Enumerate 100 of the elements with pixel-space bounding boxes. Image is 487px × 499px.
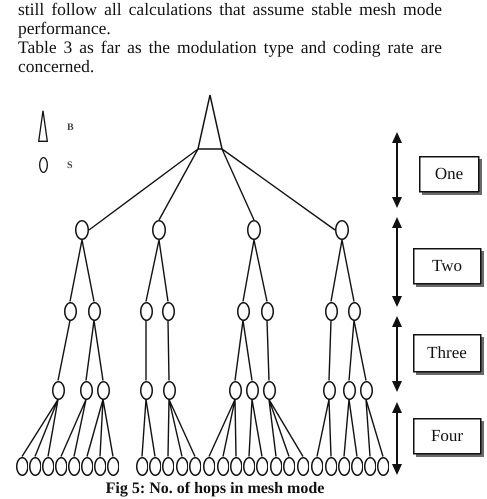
oval-node bbox=[28, 456, 42, 476]
connector-line bbox=[145, 399, 156, 457]
oval-node bbox=[335, 220, 349, 240]
oval-node bbox=[80, 456, 94, 476]
connector-line bbox=[34, 399, 59, 457]
connector-line bbox=[343, 399, 350, 457]
oval-node bbox=[94, 456, 106, 476]
oval-node bbox=[342, 380, 356, 400]
connector-line bbox=[348, 399, 358, 457]
connector-line bbox=[242, 320, 253, 381]
oval-node bbox=[270, 456, 282, 476]
oval-node bbox=[247, 220, 261, 240]
connector-line bbox=[60, 399, 87, 457]
oval-node bbox=[52, 380, 64, 400]
oval-node bbox=[262, 380, 276, 400]
connector-line bbox=[234, 399, 237, 457]
oval-node bbox=[202, 456, 216, 476]
oval-node bbox=[376, 456, 390, 476]
connector-line bbox=[268, 399, 304, 457]
oval-node bbox=[136, 456, 148, 476]
connector-line bbox=[348, 320, 355, 381]
connector-line bbox=[158, 240, 169, 302]
hop-count-box: Three bbox=[413, 334, 484, 375]
oval-node bbox=[140, 302, 152, 320]
oval-node bbox=[152, 220, 166, 240]
connector-line bbox=[167, 399, 170, 457]
figure-caption: Fig 5: No. of hops in mesh mode bbox=[106, 480, 324, 498]
connector-line bbox=[208, 399, 236, 457]
connector-line bbox=[85, 320, 95, 381]
connector-line bbox=[330, 240, 343, 302]
oval-node bbox=[260, 302, 274, 320]
oval-node bbox=[42, 456, 54, 476]
connector-line bbox=[234, 320, 244, 381]
oval-node bbox=[350, 456, 364, 476]
oval-node bbox=[246, 380, 258, 400]
connector-line bbox=[268, 399, 277, 457]
oval-node bbox=[140, 380, 152, 400]
legend-label: S bbox=[67, 160, 73, 172]
oval-node bbox=[162, 456, 174, 476]
connector-line bbox=[168, 399, 183, 457]
connector-line bbox=[57, 320, 71, 381]
connector-line bbox=[251, 399, 263, 457]
oval-node bbox=[282, 456, 296, 476]
oval-node bbox=[322, 380, 336, 400]
oval-node bbox=[176, 456, 188, 476]
connector-line bbox=[158, 148, 199, 220]
connector-line bbox=[221, 148, 255, 220]
connector-line bbox=[73, 399, 87, 457]
connector-line bbox=[102, 399, 114, 457]
oval-node bbox=[364, 456, 376, 476]
oval-node bbox=[256, 456, 268, 476]
connector-line bbox=[141, 399, 147, 457]
hop-count-box: Four bbox=[413, 418, 484, 457]
oval-node bbox=[106, 456, 120, 476]
connector-line bbox=[99, 399, 104, 457]
connector-line bbox=[47, 399, 59, 457]
oval-node bbox=[242, 456, 256, 476]
connector-line bbox=[167, 320, 170, 381]
connector-line bbox=[93, 320, 104, 381]
oval-node bbox=[338, 456, 350, 476]
hop-count-box: Two bbox=[413, 248, 484, 287]
oval-node bbox=[162, 380, 176, 400]
connector-line bbox=[353, 320, 367, 381]
connector-line bbox=[168, 399, 196, 457]
body-text: Table 3 as far as the modulation type and coding rate are concerned. bbox=[18, 38, 442, 76]
hop-count-box: One bbox=[419, 156, 482, 195]
connector-line bbox=[86, 399, 104, 457]
oval-node bbox=[188, 456, 202, 476]
connector-line bbox=[81, 240, 95, 302]
oval-node bbox=[236, 302, 250, 320]
oval-node bbox=[148, 456, 162, 476]
triangle-node bbox=[197, 94, 223, 150]
oval-node bbox=[88, 302, 100, 320]
connector-line bbox=[69, 240, 83, 302]
oval-node bbox=[162, 302, 174, 320]
legend-label: B bbox=[67, 122, 74, 134]
oval-node bbox=[230, 456, 242, 476]
oval-node bbox=[324, 456, 338, 476]
connector-line bbox=[365, 399, 371, 457]
oval-node bbox=[96, 380, 110, 400]
oval-node bbox=[310, 456, 324, 476]
oval-node bbox=[68, 456, 80, 476]
connector-line bbox=[242, 240, 255, 302]
oval-node bbox=[80, 380, 92, 400]
oval-node bbox=[360, 380, 372, 400]
connector-line bbox=[266, 320, 270, 381]
oval-node bbox=[296, 456, 310, 476]
connector-line bbox=[328, 399, 332, 457]
connector-line bbox=[316, 399, 330, 457]
oval-node bbox=[64, 302, 76, 320]
oval-node bbox=[54, 456, 68, 476]
oval-node bbox=[324, 302, 338, 320]
connector-line bbox=[222, 148, 336, 231]
oval-node bbox=[16, 456, 28, 476]
body-text: still follow all calculations that assume stable mesh mode performance. bbox=[18, 0, 442, 38]
oval-node bbox=[348, 302, 360, 320]
connector-line bbox=[341, 240, 355, 302]
connector-line bbox=[328, 320, 332, 381]
connector-line bbox=[222, 399, 236, 457]
oval-node bbox=[75, 220, 89, 240]
